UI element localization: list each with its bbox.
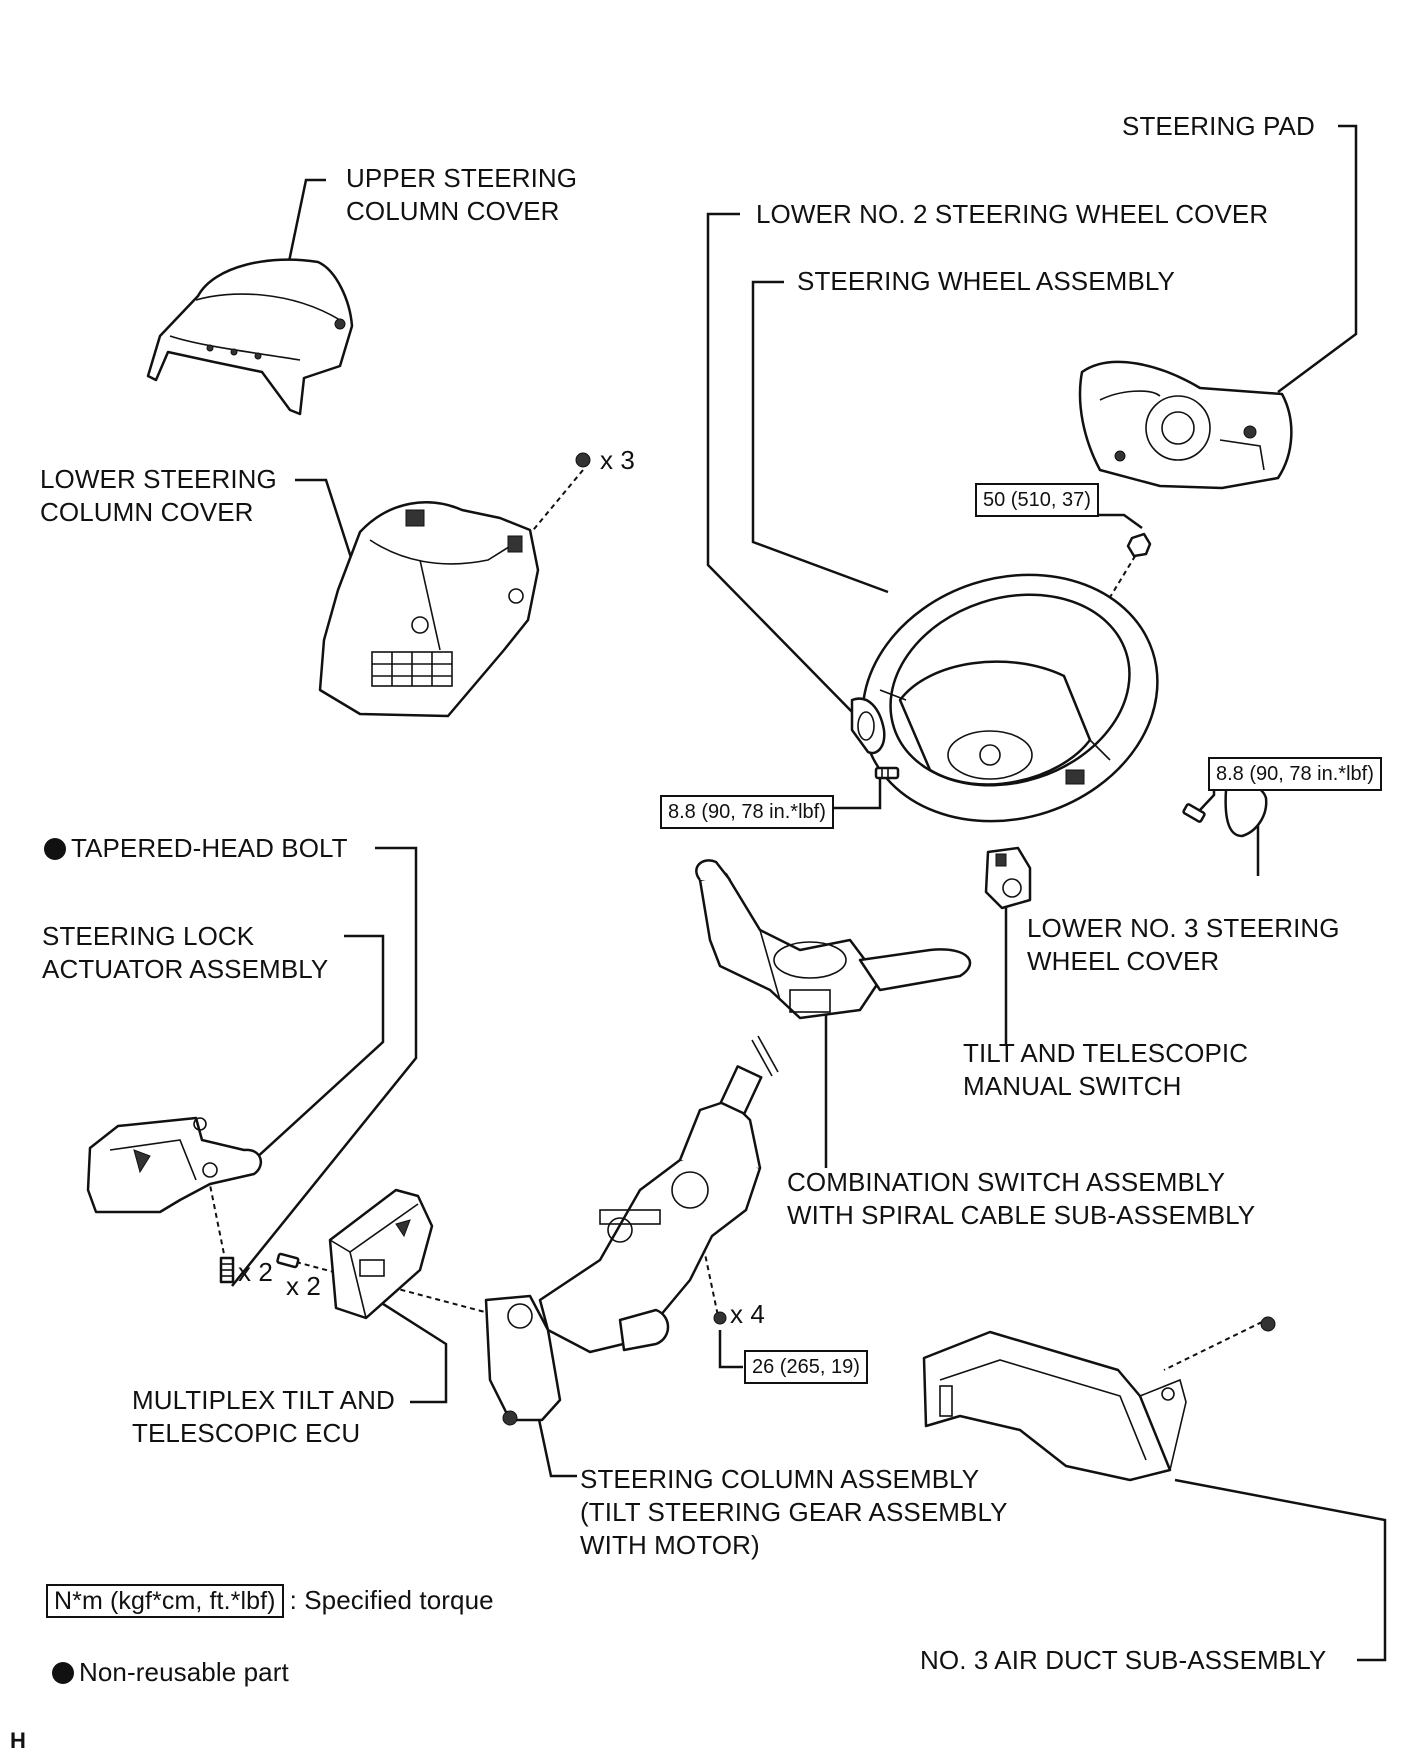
combination-switch-assembly <box>695 859 972 1020</box>
lower-no3-steering-wheel-cover <box>1224 783 1268 838</box>
qty-bolts: x 2 <box>238 1257 273 1287</box>
corner-letter: H <box>10 1728 26 1753</box>
screw-no2-cover <box>874 766 900 780</box>
ecu-screw <box>276 1252 300 1269</box>
legend-torque-box: N*m (kgf*cm, ft.*lbf) <box>46 1584 284 1618</box>
lower-steering-column-cover <box>318 452 591 718</box>
leader-lines <box>231 124 1387 1662</box>
label-steering-pad: STEERING PAD <box>1122 111 1315 141</box>
tapered-head-bolt <box>219 1256 235 1284</box>
label-tilt-switch-line1: TILT AND TELESCOPIC <box>963 1038 1249 1068</box>
qty-cover-screws: x 3 <box>600 445 635 475</box>
legend-dot-icon <box>52 1662 74 1684</box>
label-combination-switch-line1: COMBINATION SWITCH ASSEMBLY <box>787 1167 1226 1197</box>
label-steering-column-line2: (TILT STEERING GEAR ASSEMBLY <box>580 1497 1008 1527</box>
label-air-duct: NO. 3 AIR DUCT SUB-ASSEMBLY <box>920 1645 1327 1675</box>
label-tapered-head-bolt-text: TAPERED-HEAD BOLT <box>71 833 348 863</box>
label-lower-no3-cover-line1: LOWER NO. 3 STEERING <box>1027 913 1340 943</box>
lower-no2-steering-wheel-cover <box>850 697 886 755</box>
legend-torque-text: : Specified torque <box>289 1585 494 1615</box>
qty-ecu-screws: x 2 <box>286 1271 321 1301</box>
label-lock-actuator-line1: STEERING LOCK <box>42 921 255 951</box>
label-steering-column-line1: STEERING COLUMN ASSEMBLY <box>580 1464 980 1494</box>
steering-pad <box>1078 360 1293 490</box>
torque-no3-cover-screw: 8.8 (90, 78 in.*lbf) <box>1208 757 1382 791</box>
steering-wheel-nut <box>1126 532 1152 558</box>
multiplex-tilt-telescopic-ecu <box>328 1188 434 1320</box>
torque-steering-wheel-nut: 50 (510, 37) <box>975 483 1099 517</box>
label-lower-no2-cover: LOWER NO. 2 STEERING WHEEL COVER <box>756 199 1269 229</box>
label-lower-no3-cover-line2: WHEEL COVER <box>1027 946 1220 976</box>
label-lock-actuator-line2: ACTUATOR ASSEMBLY <box>42 954 329 984</box>
label-tilt-switch-line2: MANUAL SWITCH <box>963 1071 1182 1101</box>
label-combination-switch-line2: WITH SPIRAL CABLE SUB-ASSEMBLY <box>787 1200 1256 1230</box>
upper-steering-column-cover <box>146 258 354 416</box>
steering-column-assembly <box>484 1035 779 1426</box>
legend-nonreusable-text: Non-reusable part <box>79 1657 289 1687</box>
no3-air-duct-sub-assembly <box>922 1316 1276 1482</box>
label-multiplex-ecu-line2: TELESCOPIC ECU <box>132 1418 361 1448</box>
label-upper-cover-line1: UPPER STEERING <box>346 163 578 193</box>
torque-column-nut: 26 (265, 19) <box>744 1350 868 1384</box>
label-multiplex-ecu-line1: MULTIPLEX TILT AND <box>132 1385 395 1415</box>
tilt-telescopic-manual-switch <box>984 846 1032 910</box>
label-lower-cover-line2: COLUMN COVER <box>40 497 254 527</box>
steering-wheel <box>861 573 1159 823</box>
screw-no3-cover <box>1182 803 1206 823</box>
legend-torque: N*m (kgf*cm, ft.*lbf): Specified torque <box>46 1584 494 1618</box>
label-tapered-head-bolt: TAPERED-HEAD BOLT <box>44 832 348 865</box>
label-steering-wheel-assembly: STEERING WHEEL ASSEMBLY <box>797 266 1175 296</box>
legend-nonreusable: Non-reusable part <box>52 1656 289 1689</box>
label-steering-column-line3: WITH MOTOR) <box>580 1530 760 1560</box>
steering-lock-actuator-assembly <box>86 1116 263 1214</box>
qty-column-nuts: x 4 <box>730 1299 765 1329</box>
label-upper-cover-line2: COLUMN COVER <box>346 196 560 226</box>
label-lower-cover-line1: LOWER STEERING <box>40 464 277 494</box>
torque-no2-cover-screw: 8.8 (90, 78 in.*lbf) <box>660 795 834 829</box>
nonreusable-dot-icon <box>44 838 66 860</box>
